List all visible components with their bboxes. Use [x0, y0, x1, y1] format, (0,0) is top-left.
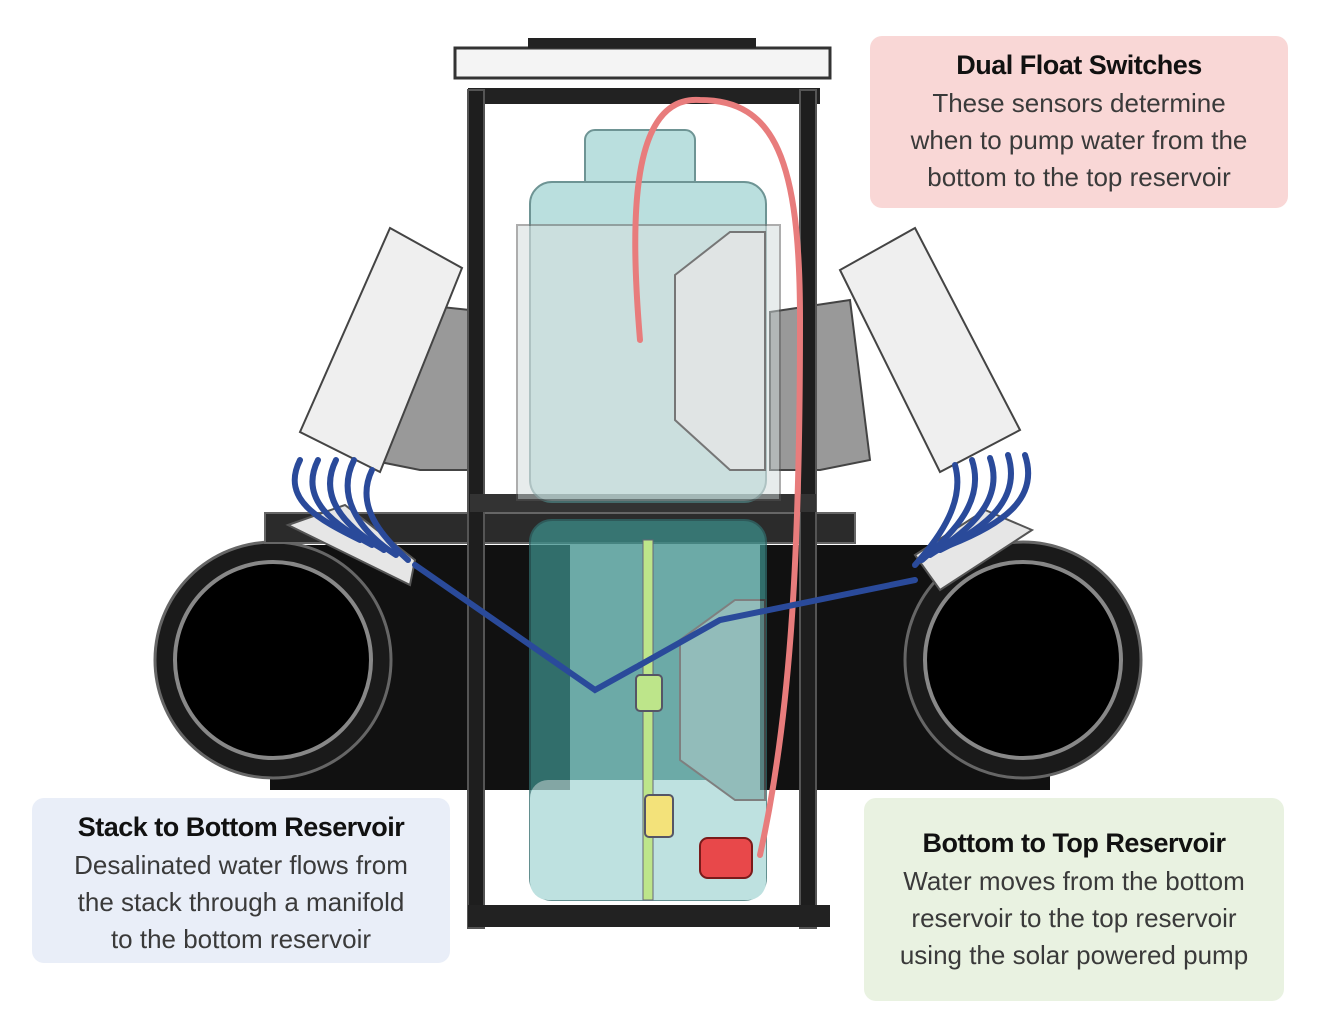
callout-line: reservoir to the top reservoir: [911, 903, 1237, 933]
callout-line: bottom to the top reservoir: [927, 162, 1231, 192]
callout-title: Dual Float Switches: [956, 50, 1202, 80]
top-reservoir: [516, 129, 781, 503]
left-pipe: [153, 540, 570, 790]
callout-line: the stack through a manifold: [77, 887, 405, 917]
callout-stack-to-bottom: Stack to Bottom Reservoir Desalinated wa…: [32, 798, 450, 963]
right-solar-panel: [769, 226, 1022, 474]
float-switch-bottom-icon: [644, 794, 674, 838]
callout-line: These sensors determine: [932, 88, 1226, 118]
callout-line: when to pump water from the: [910, 125, 1248, 155]
left-solar-panel: [298, 226, 471, 474]
pump-icon: [699, 837, 753, 879]
callout-title: Bottom to Top Reservoir: [922, 828, 1226, 858]
float-rod: [642, 539, 654, 901]
manifold-tubes: [291, 452, 1032, 694]
callout-float-switches: Dual Float Switches These sensors determ…: [870, 36, 1288, 208]
float-switch-top-icon: [635, 674, 663, 712]
pump-tube: [632, 96, 804, 858]
callout-line: to the bottom reservoir: [110, 924, 372, 954]
callout-bottom-to-top: Bottom to Top Reservoir Water moves from…: [864, 798, 1284, 1001]
callout-title: Stack to Bottom Reservoir: [77, 812, 405, 842]
callout-line: Water moves from the bottom: [903, 866, 1245, 896]
callout-line: using the solar powered pump: [899, 940, 1249, 970]
callout-line: Desalinated water flows from: [74, 850, 408, 880]
right-manifold-block: [913, 508, 1035, 592]
